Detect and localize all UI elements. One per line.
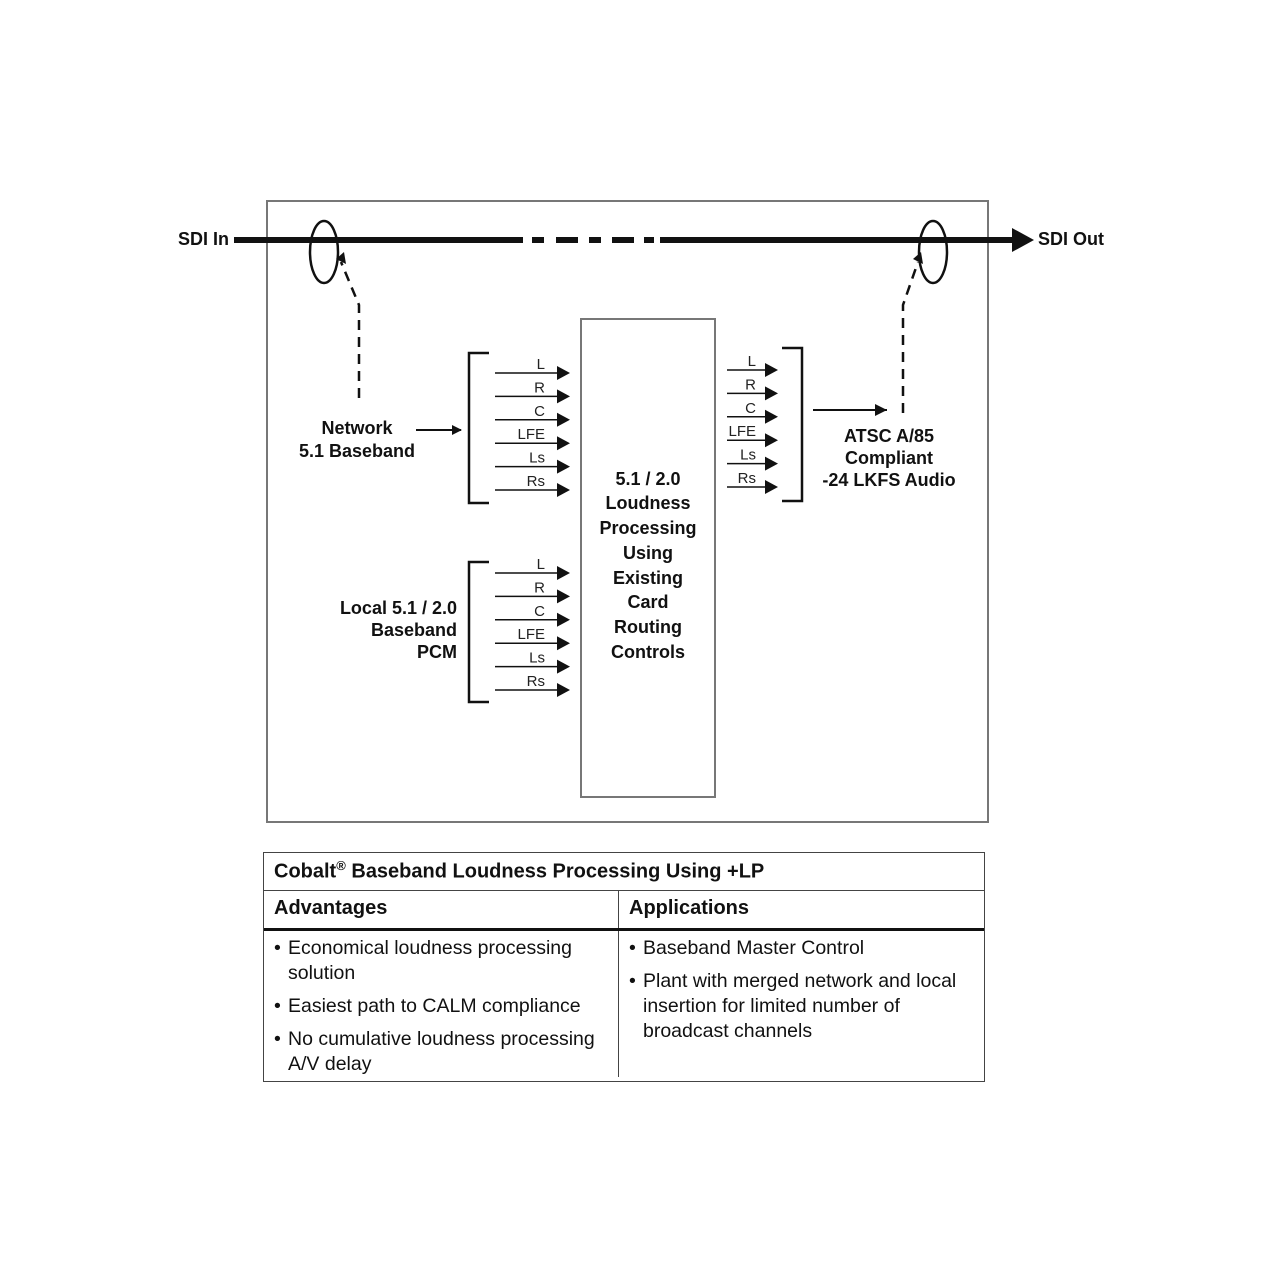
output-label-line2: Compliant [845, 448, 933, 468]
registered-mark: ® [336, 858, 346, 873]
channel-label: Ls [529, 450, 545, 467]
channel-label: R [534, 379, 545, 396]
advantage-item: No cumulative loudness processing A/V de… [274, 1027, 612, 1077]
network-label-line1: Network [321, 418, 393, 438]
processor-line-5: Existing [613, 568, 683, 588]
processor-line-1: 5.1 / 2.0 [615, 469, 680, 489]
de-embed-tap [308, 219, 340, 285]
application-item: Plant with merged network and local inse… [629, 969, 978, 1044]
processor-line-2: Loudness [605, 493, 690, 513]
processor-line-4: Using [623, 543, 673, 563]
arrowhead-icon [557, 366, 570, 380]
application-item: Baseband Master Control [629, 936, 978, 961]
local-bracket [467, 560, 489, 704]
arrowhead-icon [765, 433, 778, 448]
channel-label: Rs [527, 473, 545, 490]
arrowhead-icon [765, 363, 778, 377]
channel-label: C [745, 400, 756, 417]
de-embed-dashed-path [339, 261, 361, 398]
channel-label: L [537, 356, 545, 373]
advantages-column: Economical loudness processing solution … [264, 931, 619, 1077]
advantages-header: Advantages [264, 891, 619, 928]
table-title-brand: Cobalt [274, 860, 337, 883]
applications-header: Applications [629, 897, 750, 919]
sdi-signal-line [234, 228, 1034, 252]
channel-label: LFE [728, 423, 756, 440]
channel-label: Rs [527, 673, 545, 690]
output-bracket [782, 346, 804, 503]
arrowhead-icon [765, 386, 778, 401]
processor-line-8: Controls [611, 642, 685, 662]
arrowhead-icon [557, 483, 570, 497]
processor-line-7: Routing [614, 617, 682, 637]
channel-label: R [745, 376, 756, 393]
arrowhead-icon [765, 409, 778, 424]
channel-label: Ls [740, 447, 756, 464]
processor-label: 5.1 / 2.0 Loudness Processing Using Exis… [599, 469, 696, 662]
arrowhead-icon [557, 612, 570, 627]
sdi-out-arrow-icon [1012, 228, 1034, 252]
advantage-item: Economical loudness processing solution [274, 936, 612, 986]
channel-label: C [534, 403, 545, 420]
arrowhead-icon [557, 389, 570, 404]
processor-line-6: Card [627, 592, 668, 612]
arrowhead-icon [765, 456, 778, 471]
arrowhead-icon [557, 436, 570, 451]
channel-label: R [534, 579, 545, 596]
output-label-line3: -24 LKFS Audio [822, 470, 955, 490]
embed-tap [917, 219, 949, 285]
channel-label: LFE [517, 426, 545, 443]
channel-label: C [534, 603, 545, 620]
arrowhead-icon [557, 589, 570, 604]
card-frame [266, 200, 989, 823]
channel-label: L [748, 353, 756, 370]
channel-label: LFE [517, 626, 545, 643]
processor-line-3: Processing [599, 518, 696, 538]
arrowhead-icon [557, 636, 570, 651]
network-bracket [467, 351, 489, 505]
sdi-out-label: SDI Out [1038, 229, 1104, 249]
channel-label: L [537, 556, 545, 573]
sdi-in-label: SDI In [178, 229, 229, 249]
channel-label: Ls [529, 650, 545, 667]
channel-label: Rs [738, 470, 756, 487]
local-label-line3: PCM [417, 642, 457, 662]
output-label-line1: ATSC A/85 [844, 426, 934, 446]
arrowhead-icon [557, 412, 570, 427]
arrowhead-icon [557, 566, 570, 580]
table-title-rest: Baseband Loudness Processing Using +LP [345, 860, 765, 883]
table-title: Cobalt® Baseband Loudness Processing Usi… [264, 853, 984, 891]
embed-dashed-path [901, 261, 920, 413]
arrowhead-icon [557, 459, 570, 474]
info-table: Cobalt® Baseband Loudness Processing Usi… [263, 852, 985, 1082]
signal-flow-diagram: SDI In SDI Out Network 5.1 Baseband Loca… [178, 200, 1104, 823]
arrowhead-icon [557, 659, 570, 674]
arrowhead-icon [557, 683, 570, 697]
arrowhead-icon [765, 480, 778, 494]
applications-column: Baseband Master Control Plant with merge… [619, 931, 984, 1077]
advantage-item: Easiest path to CALM compliance [274, 994, 612, 1019]
local-label-line1: Local 5.1 / 2.0 [340, 598, 457, 618]
network-label-line2: 5.1 Baseband [299, 441, 415, 461]
loudness-processor-block [580, 318, 716, 798]
local-label-line2: Baseband [371, 620, 457, 640]
